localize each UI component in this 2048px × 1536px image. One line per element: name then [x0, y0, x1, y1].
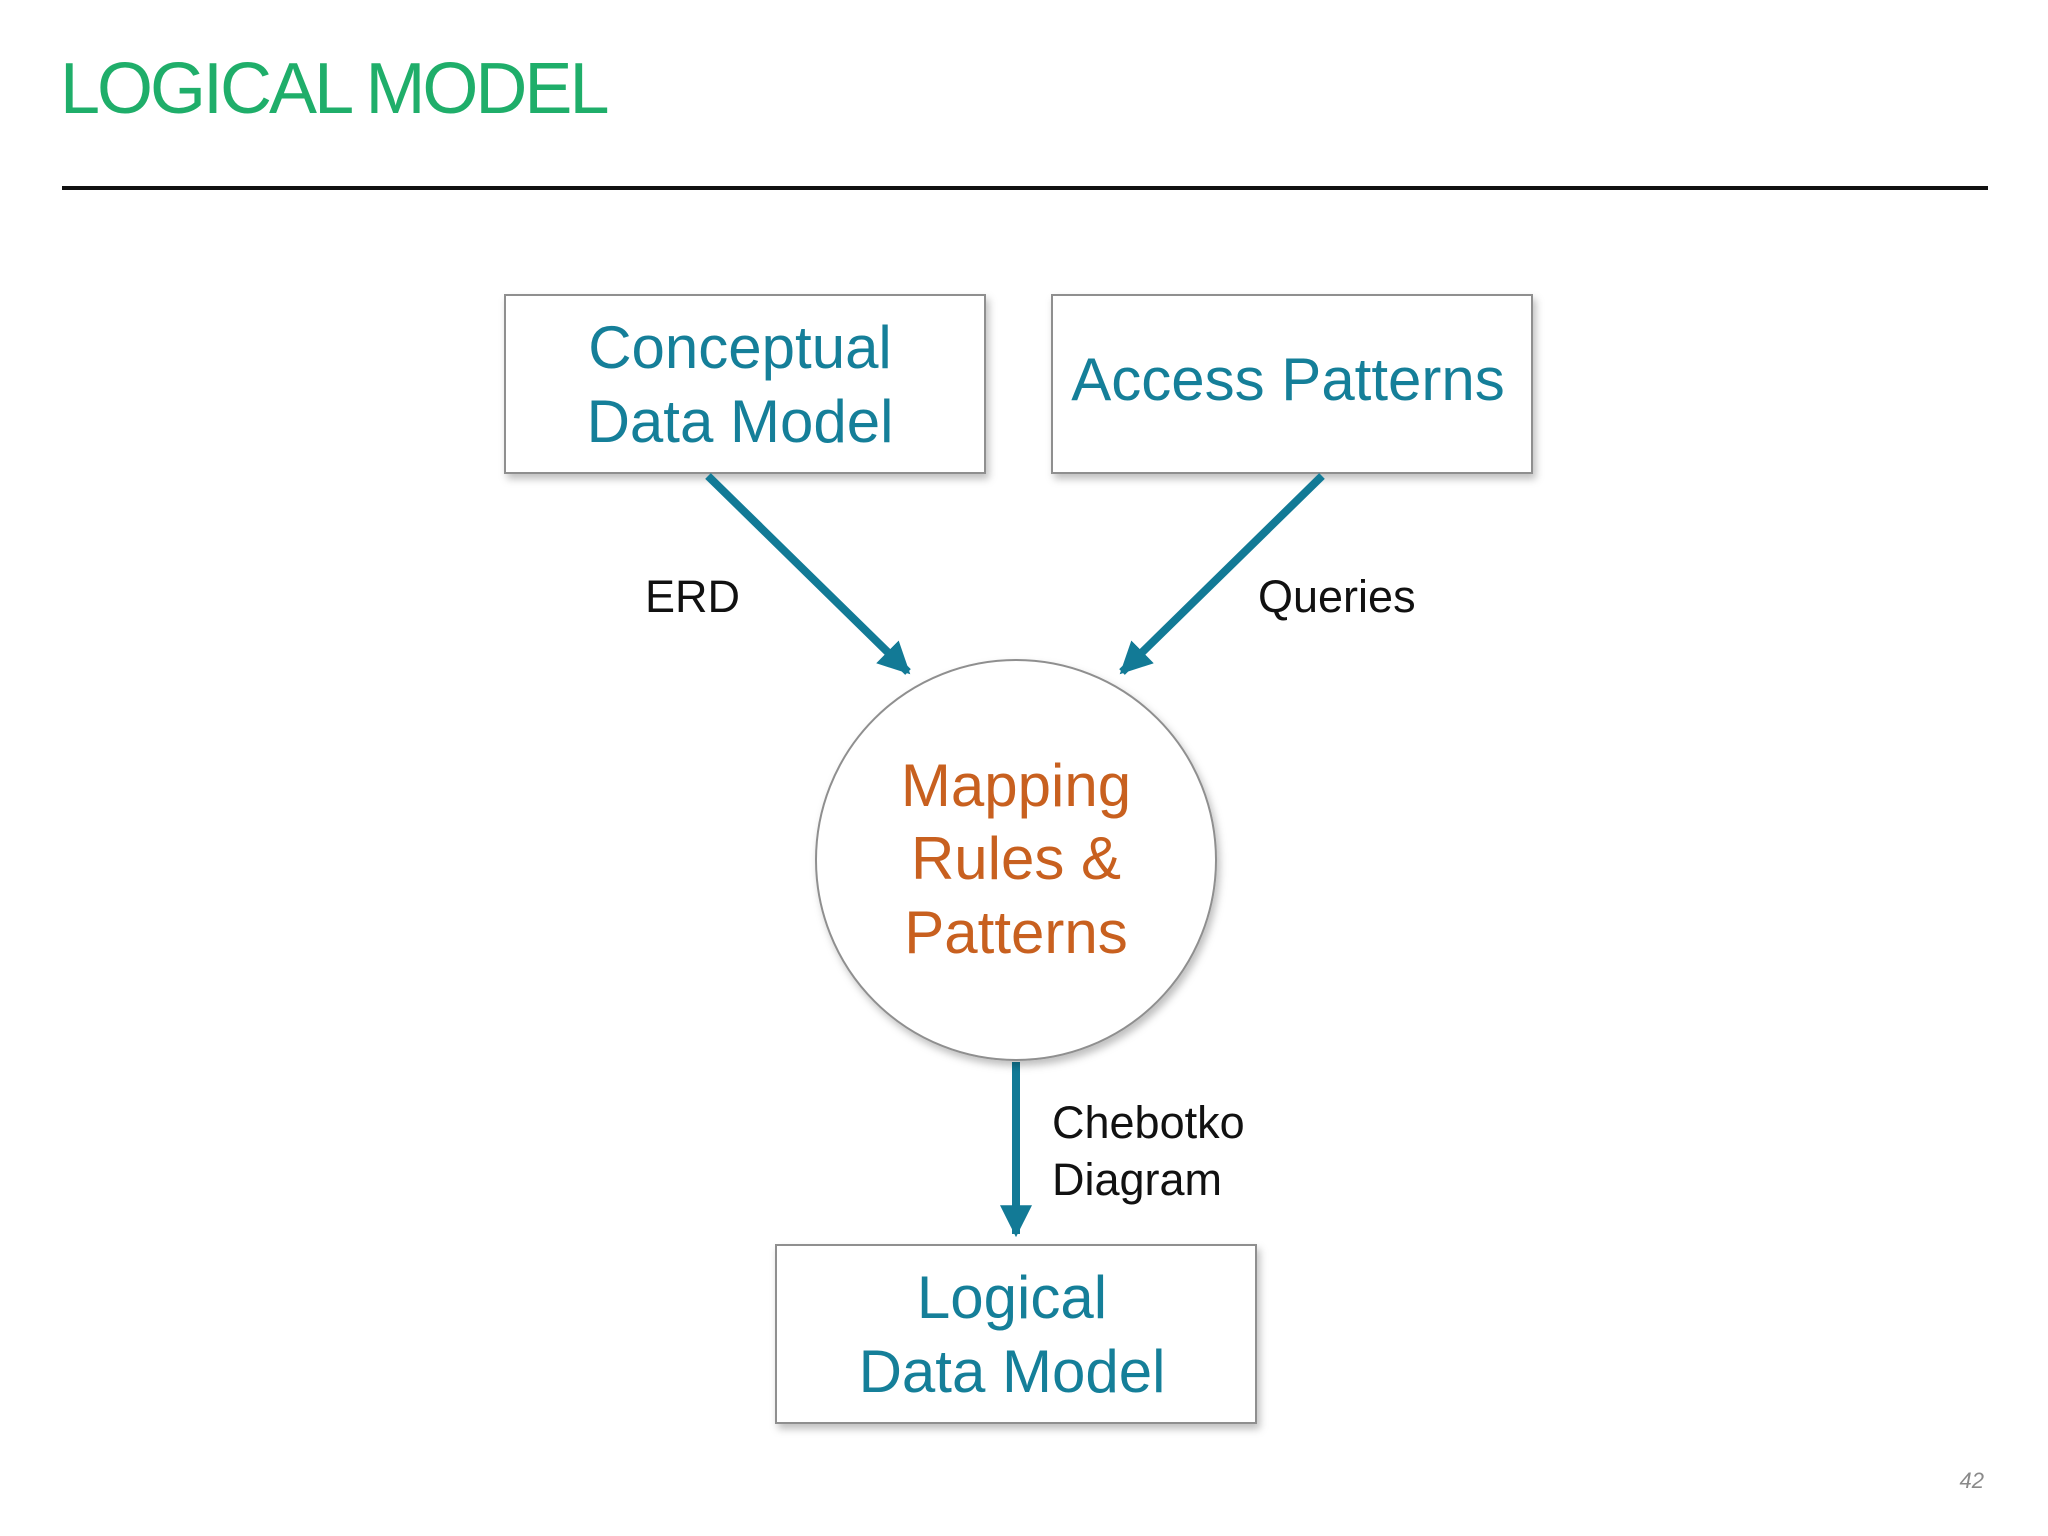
slide-title: LOGICAL MODEL — [60, 49, 609, 129]
logical-data-model-node: Logical Data Model — [775, 1244, 1257, 1424]
title-divider — [62, 186, 1988, 190]
mapping-rules-node: Mapping Rules & Patterns — [815, 659, 1217, 1061]
erd-label: ERD — [645, 571, 740, 622]
mapping-circle — [815, 659, 1217, 1061]
conceptual-label-line2: Data Model — [587, 388, 894, 455]
access-box — [1051, 294, 1533, 474]
conceptual-label-line1: Conceptual — [588, 314, 892, 381]
logical-label-line2: Data Model — [859, 1338, 1166, 1405]
access-patterns-node: Access Patterns — [1051, 294, 1533, 474]
conceptual-data-model-node: Conceptual Data Model — [504, 294, 986, 474]
page-number: 42 — [1959, 1468, 1984, 1493]
mapping-label-line2: Rules & — [911, 825, 1121, 892]
logical-box — [775, 1244, 1257, 1424]
erd-arrow — [705, 473, 911, 675]
chebotko-label-line2: Diagram — [1052, 1154, 1222, 1205]
queries-arrow — [1119, 473, 1325, 675]
access-label: Access Patterns — [1071, 346, 1505, 413]
conceptual-box — [504, 294, 986, 474]
chebotko-label-line1: Chebotko — [1052, 1097, 1245, 1148]
mapping-label-line3: Patterns — [904, 899, 1127, 966]
queries-label: Queries — [1258, 571, 1416, 622]
logical-label-line1: Logical — [917, 1264, 1107, 1331]
mapping-label-line1: Mapping — [901, 752, 1131, 819]
